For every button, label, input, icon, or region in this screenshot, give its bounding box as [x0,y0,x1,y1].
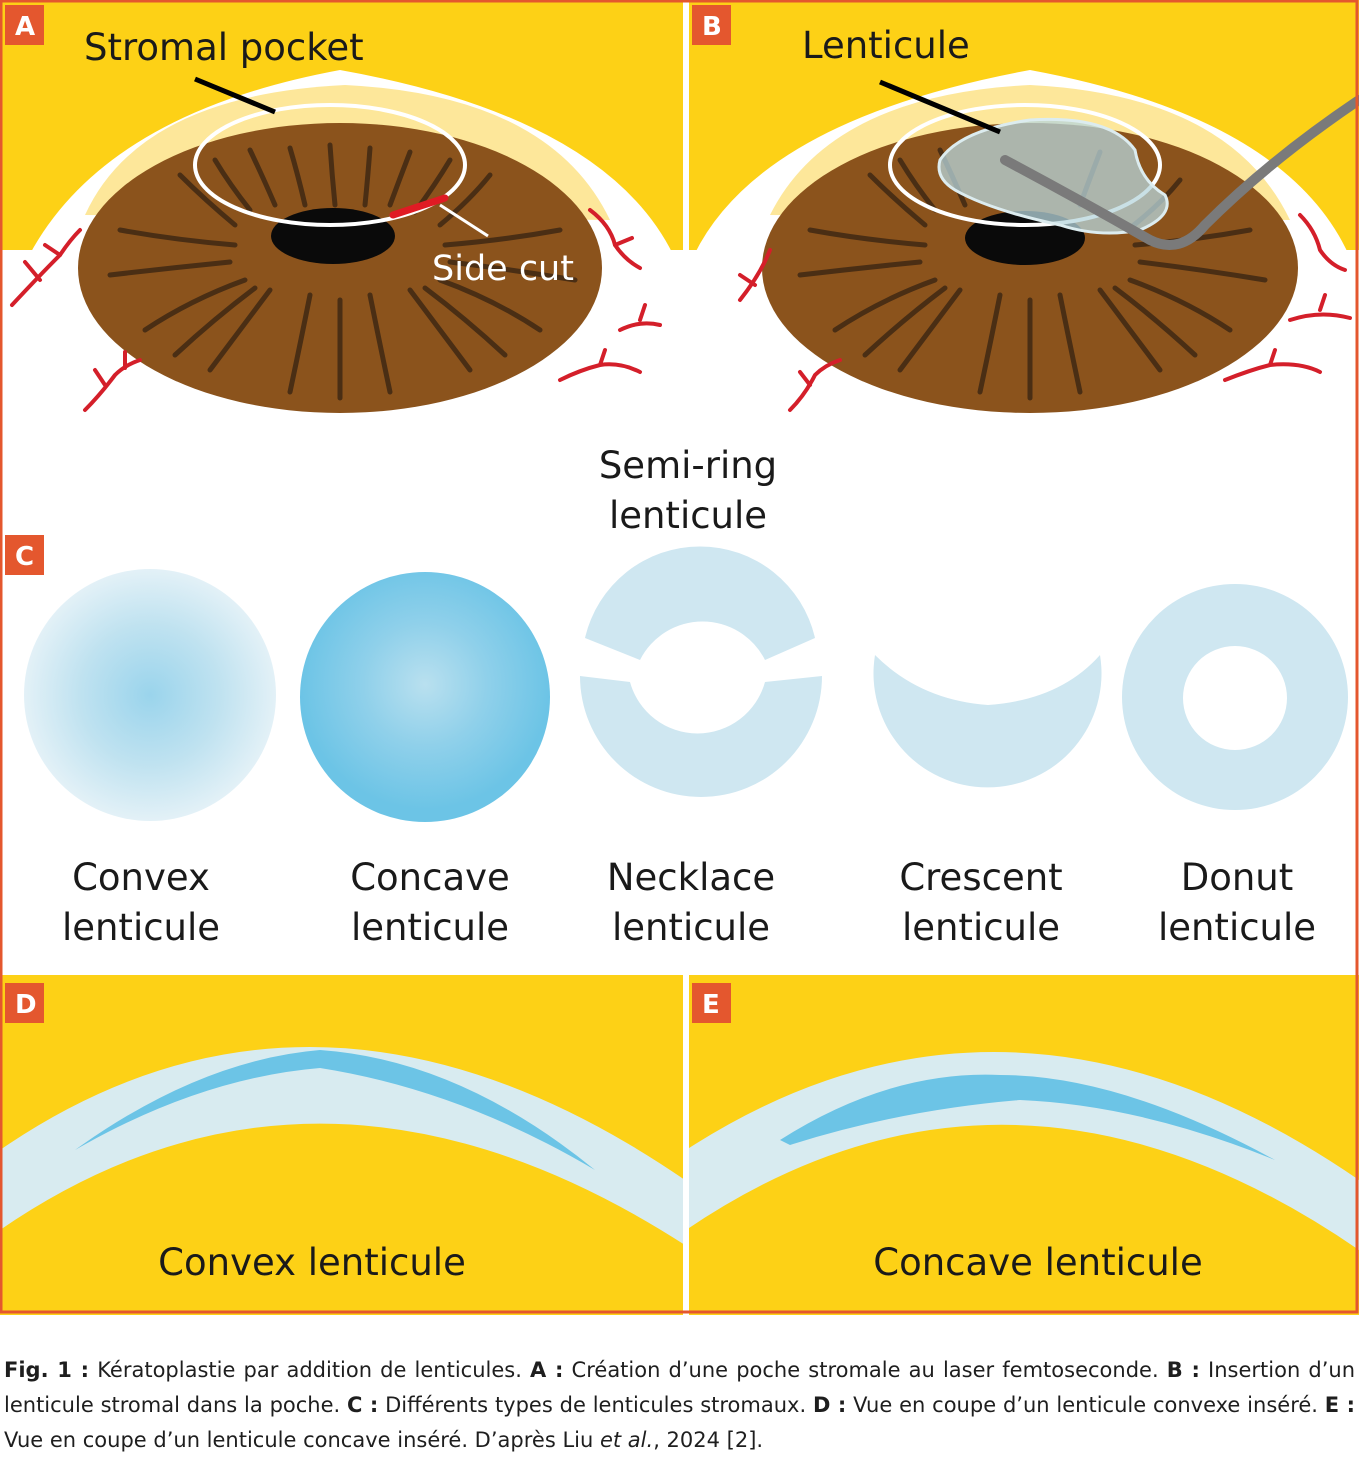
caption-a-label: A : [530,1358,564,1382]
shape-label-line1: Crescent [899,856,1062,899]
shape-label-line1: Donut [1181,856,1294,899]
caption-e-text: Vue en coupe d’un lenticule concave insé… [4,1428,600,1452]
caption-e-label: E : [1324,1393,1356,1417]
caption-etal: et al. [599,1428,654,1452]
shape-label-line1: Necklace [607,856,775,899]
pupil [271,208,395,264]
concave-lenticule-section [780,1074,1275,1160]
shape-convex-lenticule [24,569,276,821]
side-cut-mark [389,194,449,219]
caption-d-text: Vue en coupe d’un lenticule convexe insé… [846,1393,1325,1417]
label-lenticule: Lenticule [802,24,970,67]
figure-illustration: Stromal pocket Side cut A [0,0,1359,1315]
shape-labels: Convex lenticule Concave lenticule Neckl… [62,856,1316,949]
shape-label-line2: lenticule [62,906,220,949]
panel-e-letter: E [702,990,720,1020]
panel-d: Convex lenticule D [0,975,685,1315]
figure-caption: Fig. 1 : Kératoplastie par addition de l… [4,1353,1355,1458]
shape-crescent-lenticule [873,655,1102,788]
figure-frame [0,0,1359,1314]
label-semi-ring-line1: Semi-ring [599,444,777,487]
shape-label-line2: lenticule [902,906,1060,949]
label-convex-lenticule: Convex lenticule [158,1241,466,1284]
label-concave-lenticule: Concave lenticule [873,1241,1202,1284]
forceps [1000,95,1359,250]
label-semi-ring-line2: lenticule [609,494,767,537]
convex-lenticule-section [75,1050,595,1170]
shape-label-line1: Convex [72,856,210,899]
caption-intro: Kératoplastie par addition de lenticules… [89,1358,531,1382]
panel-b-letter: B [702,12,722,42]
panel-d-letter: D [15,990,37,1020]
caption-d-label: D : [812,1393,847,1417]
shape-label-line2: lenticule [612,906,770,949]
inserted-lenticule [937,117,1169,235]
shape-label-line2: lenticule [351,906,509,949]
caption-b-label: B : [1166,1358,1200,1382]
label-stromal-pocket: Stromal pocket [84,26,364,69]
label-side-cut: Side cut [432,249,574,289]
shape-label-line2: lenticule [1158,906,1316,949]
shape-label-line1: Concave [350,856,510,899]
shape-necklace-lenticule [580,546,822,797]
panel-e: Concave lenticule E [686,975,1359,1315]
caption-ref: , 2024 [2]. [653,1428,764,1452]
caption-fig-label: Fig. 1 : [4,1358,90,1382]
caption-b-text: Insertion d’un lenticule stromal dans la… [4,1358,1356,1417]
panel-c: Semi-ring lenticule C [0,440,1359,975]
panel-b: Lenticule B [686,0,1359,440]
panel-c-letter: C [15,542,34,572]
panel-a: Stromal pocket Side cut A [0,0,685,440]
caption-a-text: Création d’une poche stromale au laser f… [563,1358,1167,1382]
pocket-outline-b [888,103,1162,227]
caption-c-label: C : [347,1393,379,1417]
caption-c-text: Différents types de lenticules stromaux. [378,1393,813,1417]
panel-a-badge [5,5,44,45]
panel-a-letter: A [15,12,35,42]
shape-donut-lenticule [1122,584,1348,810]
shape-concave-lenticule [300,572,550,822]
stromal-pocket-outline [193,103,467,227]
